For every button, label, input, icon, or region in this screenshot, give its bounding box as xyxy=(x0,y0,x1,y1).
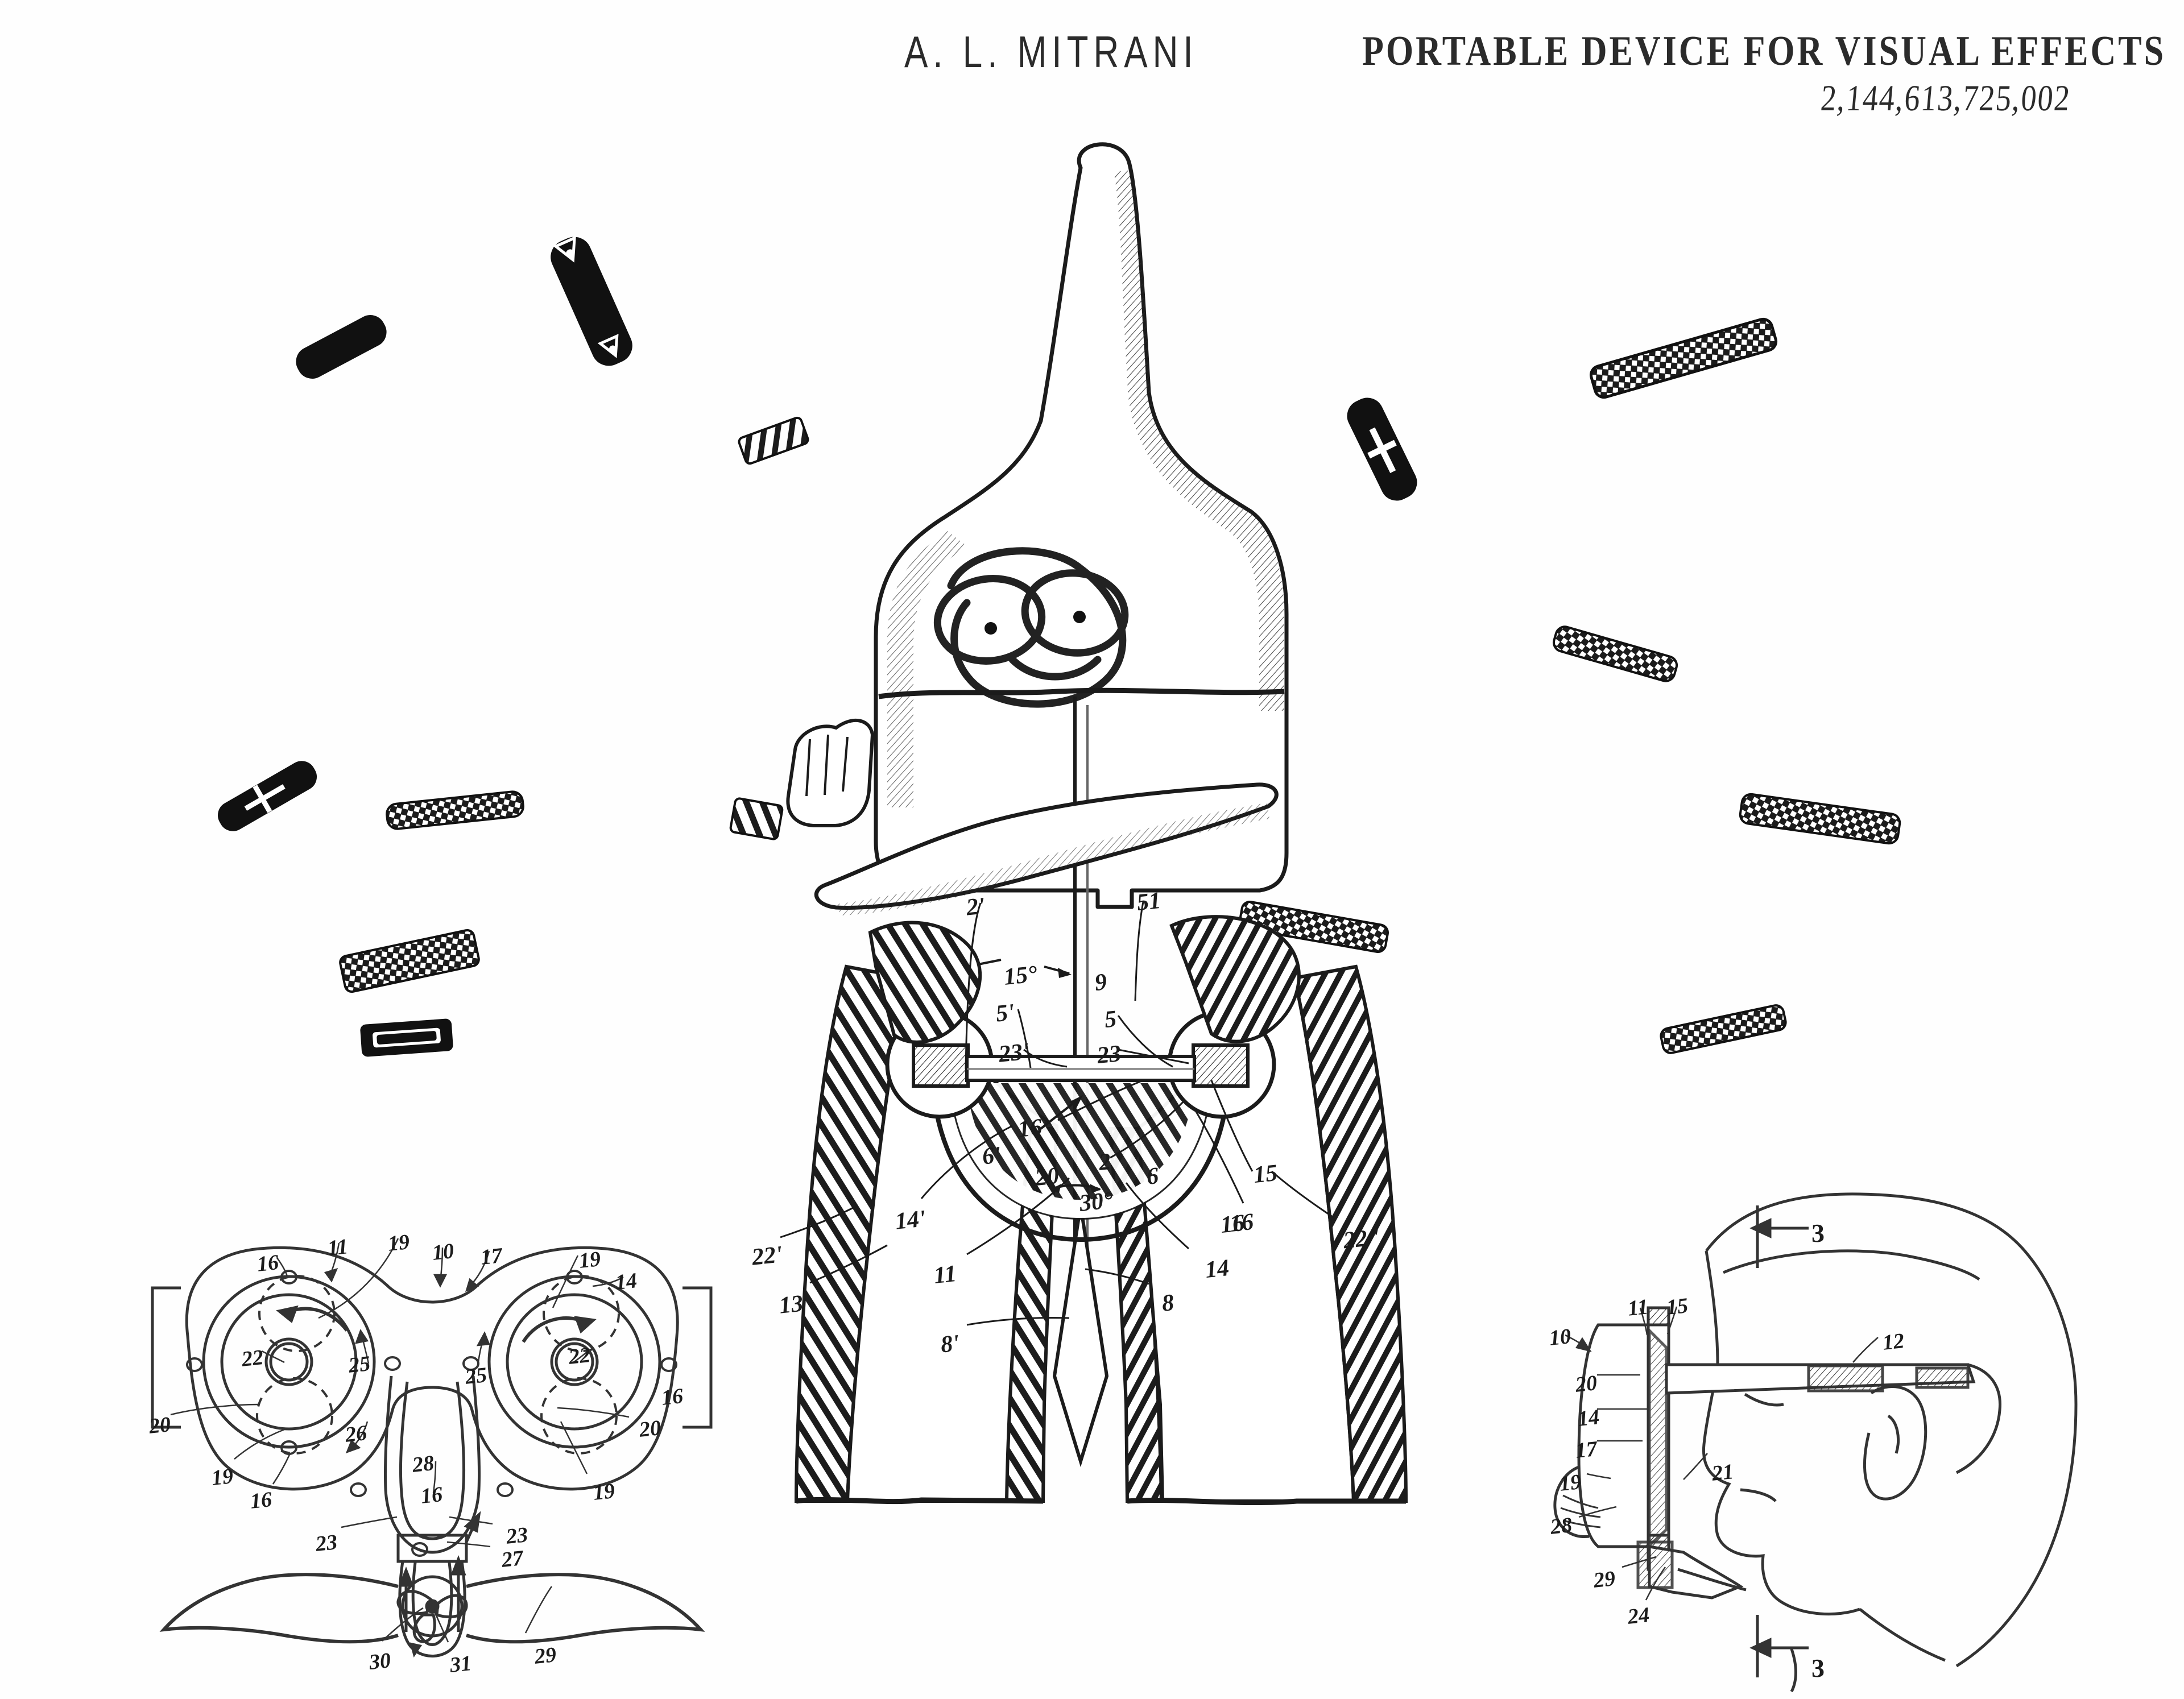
reference-numeral-28-lr9: 28 xyxy=(1549,1513,1574,1539)
reference-numeral-16-main24: 16 xyxy=(1219,1209,1246,1239)
reference-numeral-29-ll25: 29 xyxy=(533,1643,558,1669)
reference-numeral-19-lr7: 19 xyxy=(1558,1470,1583,1496)
reference-numeral-14-main16: 14' xyxy=(894,1205,927,1235)
reference-numeral-23-main7: 23 xyxy=(1095,1040,1123,1070)
reference-numeral-16-main8: 16' xyxy=(1016,1113,1050,1143)
reference-numeral-19-ll19: 19 xyxy=(592,1479,617,1505)
reference-numeral-6-main9: 6' xyxy=(981,1142,1002,1170)
reference-numeral-25-ll9: 25 xyxy=(464,1363,489,1389)
reference-numeral-12-lr3: 12 xyxy=(1881,1329,1906,1355)
reference-numeral-29-lr10: 29 xyxy=(1592,1567,1617,1593)
reference-numeral-28-ll16: 28 xyxy=(411,1451,436,1477)
reference-numeral-11-lr0: 11 xyxy=(1626,1295,1650,1321)
reference-numeral-5-main4: 5' xyxy=(994,999,1016,1027)
section-mark-label-1: 3 xyxy=(1811,1654,1825,1683)
reference-numeral-22-main17: 22' xyxy=(750,1241,784,1271)
reference-numeral-22-ll10: 22 xyxy=(567,1343,592,1369)
reference-numeral-21-lr8: 21 xyxy=(1710,1460,1735,1486)
reference-numeral-14-lr5: 14 xyxy=(1576,1405,1601,1431)
reference-numeral-15-lr1: 15 xyxy=(1665,1294,1690,1320)
reference-numeral-19-ll2: 19 xyxy=(386,1230,411,1256)
reference-numeral-16-ll0: 16 xyxy=(255,1250,280,1277)
reference-numeral-23-ll21: 23 xyxy=(504,1523,530,1549)
central-figure xyxy=(780,142,1408,1506)
inventor-name: A. L. MITRANI xyxy=(904,28,1198,77)
reference-numeral-14-ll6: 14 xyxy=(614,1269,639,1295)
reference-numeral-27-ll22: 27 xyxy=(500,1546,525,1572)
reference-numeral-25-ll8: 25 xyxy=(347,1352,372,1378)
reference-numeral-22-ll7: 22 xyxy=(240,1345,265,1371)
reference-numeral-13-main18: 13' xyxy=(777,1290,811,1319)
reference-numeral-15-main14: 15 xyxy=(1252,1159,1279,1189)
reference-numeral-51-main1: 51 xyxy=(1135,887,1163,917)
reference-numeral-20-ll12: 20 xyxy=(147,1412,172,1439)
reference-numeral-17-ll4: 17 xyxy=(479,1244,504,1270)
reference-numeral-30-main13: 30° xyxy=(1078,1187,1115,1217)
reference-numeral-22-main23: 22" xyxy=(1342,1224,1382,1254)
floating-objects xyxy=(218,235,1901,1057)
reference-numeral-20-ll14: 20 xyxy=(638,1416,663,1442)
reference-numeral-14-main22: 14 xyxy=(1203,1254,1231,1284)
reference-numeral-8-main20: 8' xyxy=(939,1330,961,1358)
reference-numeral-11-ll1: 11 xyxy=(326,1234,350,1261)
reference-numeral-16-ll17: 16 xyxy=(249,1487,274,1514)
reference-numeral-19-ll5: 19 xyxy=(577,1247,602,1273)
figure-goggles-front xyxy=(151,1238,713,1657)
reference-numeral-26-ll13: 26 xyxy=(344,1421,369,1447)
section-mark-label-0: 3 xyxy=(1811,1219,1825,1248)
reference-numeral-11-main19: 11 xyxy=(932,1261,958,1289)
figure-head-side xyxy=(1553,1192,2078,1693)
reference-numeral-16-ll18: 16 xyxy=(419,1482,444,1509)
reference-numeral-15-main2: 15° xyxy=(1002,961,1039,991)
reference-numeral-16-ll11: 16 xyxy=(660,1384,685,1410)
reference-numeral-20-main10: 20 xyxy=(1033,1162,1061,1192)
reference-numeral-30-ll23: 30 xyxy=(367,1648,392,1675)
reference-numeral-31-ll24: 31 xyxy=(448,1651,473,1677)
reference-numeral-10-lr2: 10 xyxy=(1548,1324,1573,1350)
left-starburst xyxy=(0,151,900,1058)
reference-numeral-2-main0: 2' xyxy=(965,893,986,921)
reference-numeral-10-ll3: 10 xyxy=(431,1239,456,1265)
reference-numeral-20-lr4: 20 xyxy=(1574,1371,1599,1397)
patent-title: PORTABLE DEVICE FOR VISUAL EFFECTS xyxy=(1362,28,2166,74)
reference-numeral-24-lr11: 24 xyxy=(1626,1603,1651,1629)
reference-numeral-23-ll20: 23 xyxy=(314,1530,339,1556)
reference-numeral-23-main6: 23' xyxy=(997,1038,1031,1068)
reference-numeral-17-lr6: 17 xyxy=(1574,1437,1599,1463)
reference-numeral-19-ll15: 19 xyxy=(210,1464,235,1490)
